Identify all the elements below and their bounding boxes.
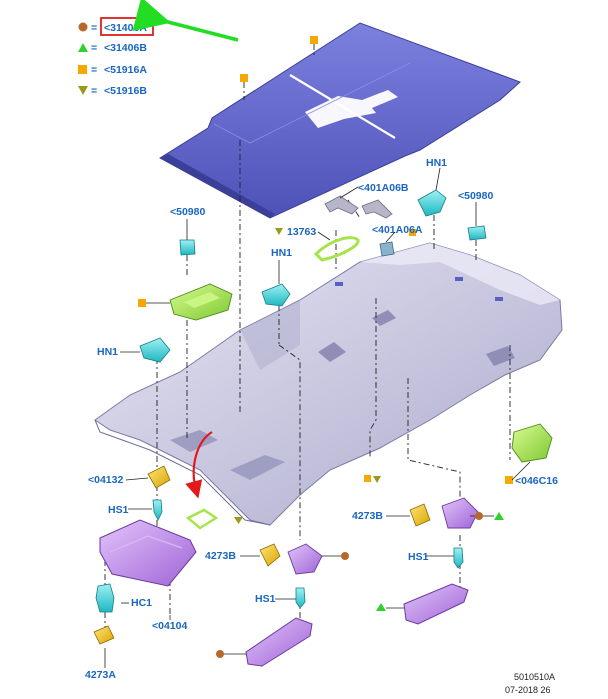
label-hc1: HC1	[131, 597, 152, 609]
legend-equals: =	[91, 64, 97, 76]
label-hs1-right: HS1	[408, 551, 429, 563]
label-04104: <04104	[152, 620, 187, 632]
label-046c16: <046C16	[515, 475, 558, 487]
callout-square-icon	[138, 299, 146, 307]
legend-equals: =	[91, 42, 97, 54]
pin-hs1-right	[453, 547, 464, 569]
clip-04132	[147, 465, 171, 489]
label-4273b-right: 4273B	[352, 510, 383, 522]
direction-arrow-red-icon	[185, 431, 213, 499]
legend-equals: =	[91, 85, 97, 97]
label-hs1-mid: HS1	[255, 593, 276, 605]
callout-circle-icon	[341, 552, 349, 560]
label-13763: 13763	[287, 226, 316, 238]
connector-small	[379, 241, 395, 257]
footer-code: 5010510A	[514, 672, 555, 682]
bracket-purple-right	[441, 497, 479, 529]
callout-circle-icon	[475, 512, 483, 520]
legend-label-31406b: <31406B	[104, 42, 147, 54]
clip-hn1-mid	[261, 283, 291, 307]
callout-triangle-down-icon	[275, 228, 283, 235]
callout-square-icon	[505, 476, 513, 484]
label-401a06b: <401A06B	[358, 182, 409, 194]
label-hs1-left: HS1	[108, 504, 129, 516]
legend-label-51916b: <51916B	[104, 85, 147, 97]
label-401a06a: <401A06A	[372, 224, 423, 236]
label-04132: <04132	[88, 474, 123, 486]
leader-lines	[104, 140, 511, 628]
callout-triangle-down-icon	[234, 517, 243, 524]
legend-label-51916a: <51916A	[104, 64, 147, 76]
callout-triangle-up-icon	[494, 512, 504, 520]
cap-50980-right	[467, 225, 487, 241]
callout-triangle-up-icon	[376, 603, 386, 611]
bracket-046c16	[511, 423, 553, 463]
clip-hc1	[95, 583, 115, 613]
legend: = <31406A = <31406B = <51916A = <51916B	[78, 17, 154, 97]
label-4273b-left: 4273B	[205, 550, 236, 562]
loop-13763	[313, 236, 360, 262]
callout-square-icon	[240, 74, 248, 82]
legend-triangle-up-icon	[78, 43, 88, 52]
callout-square-icon	[364, 475, 371, 482]
pin-hs1-mid	[295, 587, 306, 609]
label-hn1-left: HN1	[97, 346, 118, 358]
label-hn1-top: HN1	[426, 157, 447, 169]
grab-handle-right	[403, 583, 469, 625]
legend-equals: =	[91, 22, 97, 34]
grab-handle-lower	[245, 617, 313, 667]
footer-date: 07-2018 26	[505, 685, 551, 695]
label-4273a: 4273A	[85, 669, 116, 681]
callout-square-icon	[310, 36, 318, 44]
roof-panel	[159, 22, 521, 219]
pin-hs1-left	[152, 499, 163, 521]
bracket-green-detail	[184, 292, 220, 308]
clip-4273b-left	[259, 543, 281, 567]
cap-50980-left	[179, 239, 196, 256]
callout-triangle-down-icon	[373, 476, 381, 483]
bracket-401a06b	[324, 195, 359, 215]
legend-circle-icon	[78, 22, 88, 32]
label-50980-right: <50980	[458, 190, 493, 202]
bracket-purple-center	[287, 543, 323, 575]
label-hn1-mid: HN1	[271, 247, 292, 259]
clip-hn1-top	[417, 189, 447, 217]
clip-hn1-left	[139, 337, 171, 363]
clip-4273b-right	[409, 503, 431, 527]
legend-triangle-down-icon	[78, 86, 88, 95]
legend-label-31406a: <31406A	[104, 22, 147, 34]
sun-visor	[99, 519, 197, 587]
legend-square-icon	[78, 65, 87, 74]
bracket-401a06a	[361, 199, 393, 219]
clip-4273a	[93, 625, 115, 645]
callout-square-icon	[409, 229, 416, 236]
label-50980-left: <50980	[170, 206, 205, 218]
clip-green-outline	[185, 508, 219, 530]
leader-arrow-green-icon	[132, 0, 239, 42]
callout-circle-icon	[216, 650, 224, 658]
